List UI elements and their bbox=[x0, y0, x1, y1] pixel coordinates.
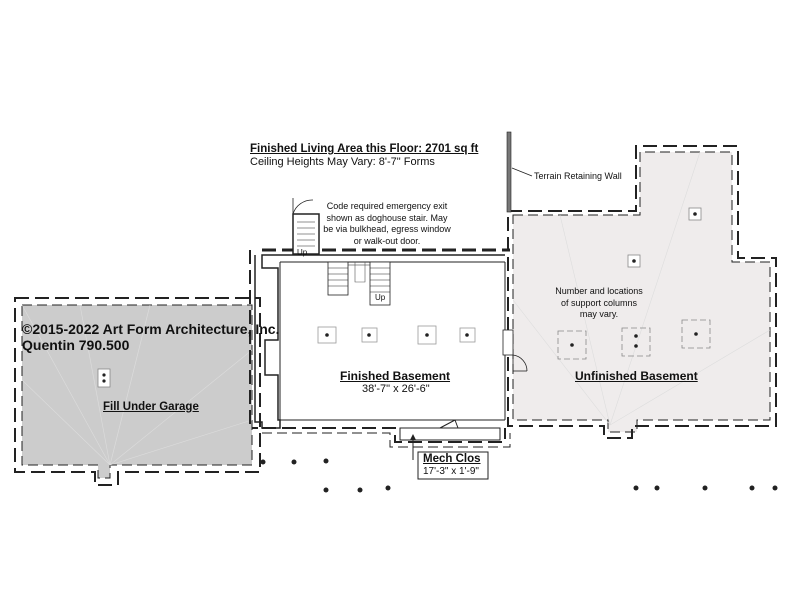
pier-markers bbox=[260, 458, 778, 493]
retaining-wall bbox=[506, 131, 533, 213]
living-area-title: Finished Living Area this Floor: 2701 sq… bbox=[250, 143, 479, 155]
interior-stair-up-label: Up bbox=[375, 293, 386, 302]
mech-closet bbox=[399, 419, 501, 460]
column-markers bbox=[97, 207, 702, 388]
emergency-exit-note: Code required emergency exit shown as do… bbox=[323, 201, 451, 246]
retaining-wall-label: Terrain Retaining Wall bbox=[534, 171, 622, 181]
support-columns-note: Number and locations of support columns … bbox=[555, 286, 643, 319]
door-swing bbox=[502, 329, 528, 372]
unfinished-basement-area bbox=[507, 145, 777, 439]
interior-stairs bbox=[327, 261, 391, 306]
finished-support-columns bbox=[317, 325, 476, 345]
garage-fill-area bbox=[14, 297, 261, 486]
doghouse-stair bbox=[292, 198, 320, 255]
mech-label-box bbox=[417, 451, 489, 480]
finished-basement-dims: 38'-7" x 26'-6" bbox=[362, 383, 430, 395]
mech-closet-dims: 17'-3" x 1'-9" bbox=[423, 466, 479, 477]
ceiling-height-note: Ceiling Heights May Vary: 8'-7" Forms bbox=[250, 156, 435, 168]
unfinished-basement-label: Unfinished Basement bbox=[575, 369, 698, 383]
copyright-line-1: ©2015-2022 Art Form Architecture, Inc. bbox=[22, 321, 280, 337]
unfinished-support-columns bbox=[557, 319, 711, 360]
copyright-line-2: Quentin 790.500 bbox=[22, 337, 130, 353]
garage-fill-label: Fill Under Garage bbox=[103, 401, 199, 413]
doghouse-stair-up-label: Up bbox=[297, 248, 308, 257]
finished-basement-label: Finished Basement bbox=[340, 369, 451, 383]
mech-closet-label: Mech Clos bbox=[423, 453, 481, 465]
